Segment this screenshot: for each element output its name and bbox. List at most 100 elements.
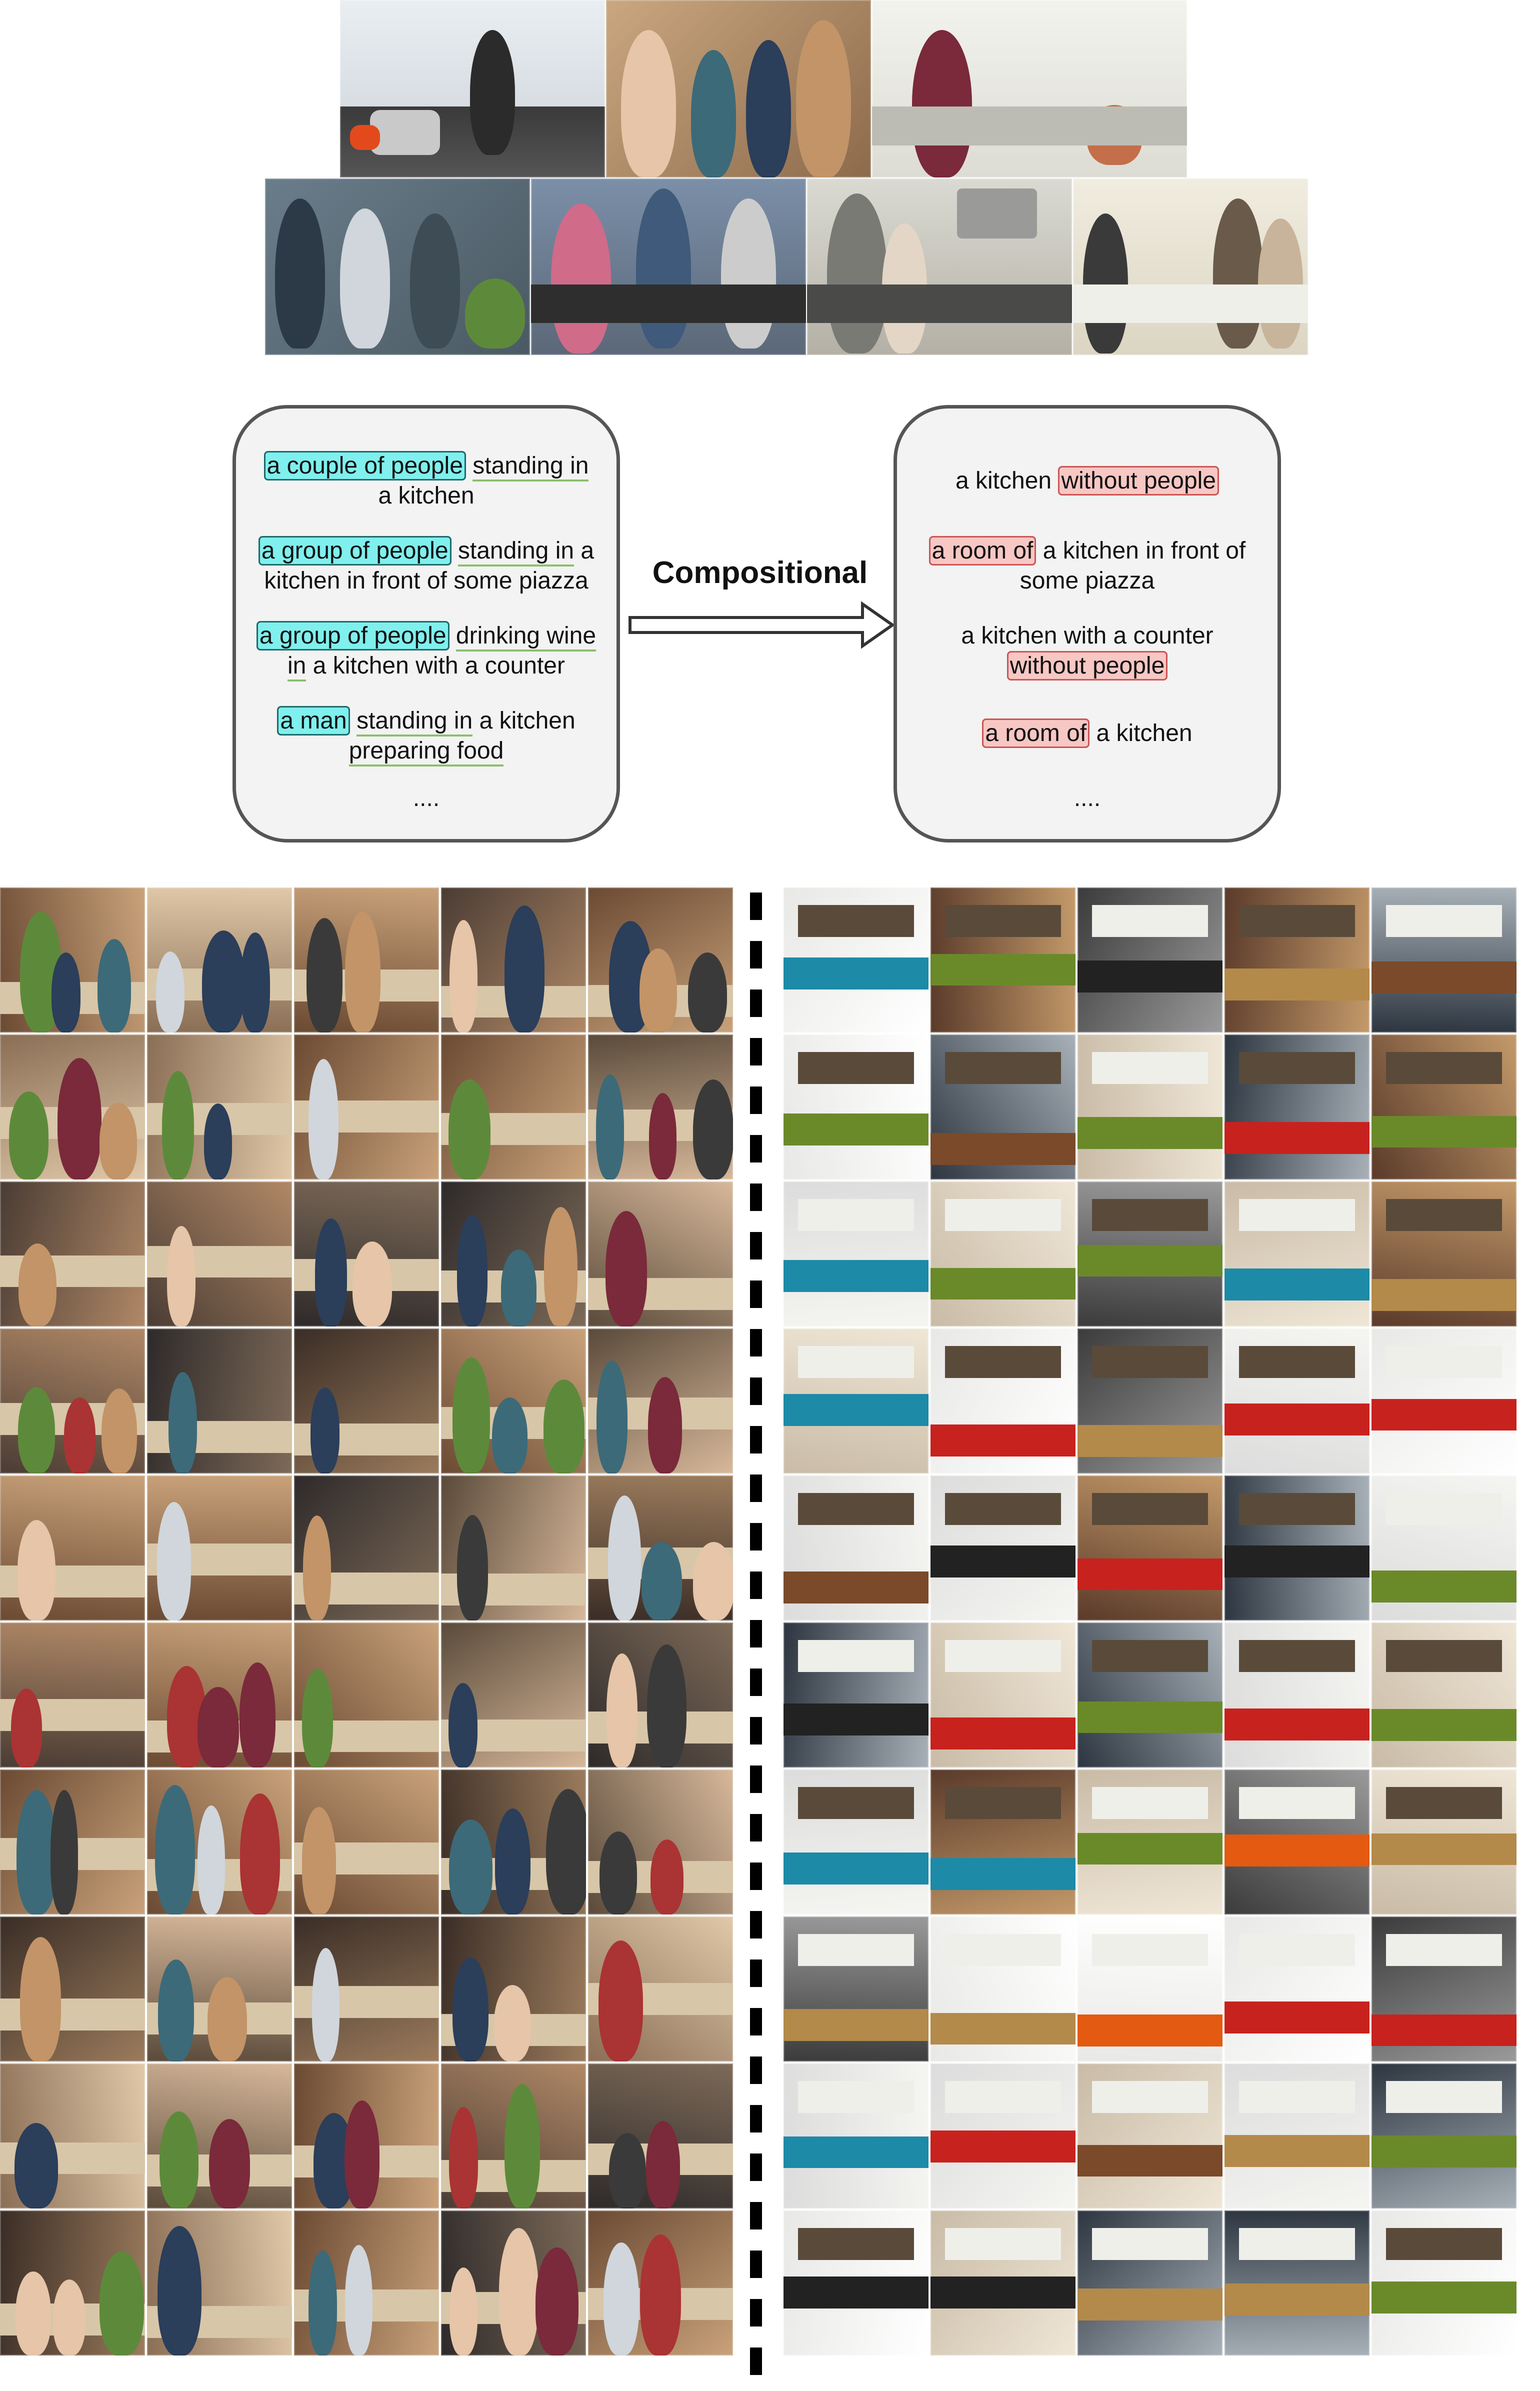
empty-kitchen-photo <box>1078 1622 1222 1768</box>
people-kitchen-photo <box>441 1916 586 2062</box>
people-kitchen-photo <box>0 1916 145 2062</box>
people-kitchen-photo <box>441 1622 586 1768</box>
people-kitchen-photo <box>588 1182 733 1326</box>
people-kitchen-photo <box>441 2210 586 2356</box>
empty-kitchen-photo <box>1372 1916 1516 2062</box>
empty-kitchen-photo <box>930 1916 1076 2062</box>
people-kitchen-photo <box>147 1328 292 1474</box>
people-kitchen-photo <box>588 2210 733 2356</box>
empty-kitchen-photo <box>784 2064 928 2208</box>
empty-kitchen-photo <box>1224 1916 1370 2062</box>
people-kitchen-photo <box>441 2064 586 2208</box>
empty-kitchen-photo <box>1224 1328 1370 1474</box>
people-kitchen-photo <box>441 888 586 1032</box>
people-kitchen-photo <box>588 1916 733 2062</box>
people-kitchen-photo <box>588 2064 733 2208</box>
people-kitchen-photo <box>294 2064 439 2208</box>
people-kitchen-photo <box>294 2210 439 2356</box>
people-kitchen-photo <box>588 1476 733 1620</box>
people-kitchen-photo <box>588 888 733 1032</box>
right-caption-2: a kitchen with a counter without people <box>897 621 1278 681</box>
empty-kitchen-photo <box>784 1770 928 1914</box>
empty-kitchen-photo <box>784 1916 928 2062</box>
people-kitchen-photo <box>294 1182 439 1326</box>
people-kitchen-photo <box>147 2064 292 2208</box>
people-kitchen-photo <box>0 888 145 1032</box>
photo-couple-chopping <box>807 178 1072 355</box>
empty-kitchen-photo <box>1078 888 1222 1032</box>
empty-kitchen-photo <box>1078 1476 1222 1620</box>
empty-kitchen-photo <box>1372 1622 1516 1768</box>
people-kitchen-photo <box>588 1328 733 1474</box>
empty-kitchen-photo <box>930 1770 1076 1914</box>
empty-kitchen-photo <box>1078 1328 1222 1474</box>
dashed-divider <box>750 892 762 2391</box>
people-kitchen-photo <box>0 2064 145 2208</box>
people-images-grid <box>0 888 733 2356</box>
left-caption-2: a group of people drinking wine in a kit… <box>236 621 616 682</box>
empty-kitchen-photo <box>1372 2064 1516 2208</box>
empty-kitchen-photo <box>930 1034 1076 1180</box>
people-kitchen-photo <box>147 888 292 1032</box>
people-kitchen-photo <box>0 1328 145 1474</box>
people-kitchen-photo <box>588 1770 733 1914</box>
empty-kitchen-photo <box>1078 1916 1222 2062</box>
people-kitchen-photo <box>147 1476 292 1620</box>
empty-kitchen-photo <box>1372 1034 1516 1180</box>
empty-kitchen-photo <box>930 1622 1076 1768</box>
empty-kitchen-photo <box>1372 1770 1516 1914</box>
photo-group-cooking-vegetables <box>265 178 530 355</box>
right-caption-1: a room of a kitchen in front of some pia… <box>897 536 1278 596</box>
people-kitchen-photo <box>294 1916 439 2062</box>
people-kitchen-photo <box>588 1034 733 1180</box>
photo-woman-kitchen-bright <box>872 0 1187 178</box>
empty-kitchen-photo <box>784 1476 928 1620</box>
empty-kitchen-photo <box>1372 2210 1516 2356</box>
compositional-arrow <box>628 601 896 649</box>
right-caption-3: a room of a kitchen <box>897 718 1278 748</box>
empty-kitchen-photo <box>784 2210 928 2356</box>
people-kitchen-photo <box>147 1622 292 1768</box>
empty-kitchen-photo <box>1078 2210 1222 2356</box>
empty-kitchen-photo <box>930 1476 1076 1620</box>
left-caption-1: a group of people standing in a kitchen … <box>236 536 616 596</box>
people-kitchen-photo <box>294 1476 439 1620</box>
people-kitchen-photo <box>0 2210 145 2356</box>
empty-kitchen-photo <box>1372 1328 1516 1474</box>
empty-kitchen-photo <box>1224 2210 1370 2356</box>
empty-kitchen-photo <box>784 888 928 1032</box>
people-kitchen-photo <box>147 1182 292 1326</box>
people-kitchen-photo <box>441 1182 586 1326</box>
empty-kitchen-photo <box>1224 888 1370 1032</box>
empty-kitchen-photo <box>930 1182 1076 1326</box>
people-kitchen-photo <box>294 888 439 1032</box>
empty-kitchen-photo <box>930 888 1076 1032</box>
empty-kitchen-photo <box>784 1034 928 1180</box>
compositional-label: Compositional <box>652 556 868 590</box>
empty-kitchen-photo <box>1224 1770 1370 1914</box>
people-kitchen-photo <box>0 1476 145 1620</box>
empty-kitchen-photo <box>930 2064 1076 2208</box>
people-kitchen-photo <box>147 1770 292 1914</box>
right-caption-0: a kitchen without people <box>897 466 1278 496</box>
people-kitchen-photo <box>441 1770 586 1914</box>
without-people-caption-card: a kitchen without people a room of a kit… <box>894 405 1281 842</box>
people-kitchen-photo <box>588 1622 733 1768</box>
empty-kitchen-photo <box>1078 1034 1222 1180</box>
empty-kitchen-photo <box>1224 1182 1370 1326</box>
people-kitchen-photo <box>0 1770 145 1914</box>
empty-kitchen-photo <box>1372 888 1516 1032</box>
empty-kitchen-photo <box>784 1328 928 1474</box>
people-kitchen-photo <box>441 1476 586 1620</box>
people-kitchen-photo <box>441 1034 586 1180</box>
empty-kitchen-photo <box>1372 1476 1516 1620</box>
people-kitchen-photo <box>147 1034 292 1180</box>
photo-man-cooking-stove <box>340 0 605 178</box>
people-kitchen-photo <box>147 2210 292 2356</box>
empty-kitchen-photo <box>930 1328 1076 1474</box>
empty-kitchen-photo <box>1078 1770 1222 1914</box>
empty-kitchen-photo <box>1224 1476 1370 1620</box>
photo-friends-at-counter <box>1073 178 1308 355</box>
